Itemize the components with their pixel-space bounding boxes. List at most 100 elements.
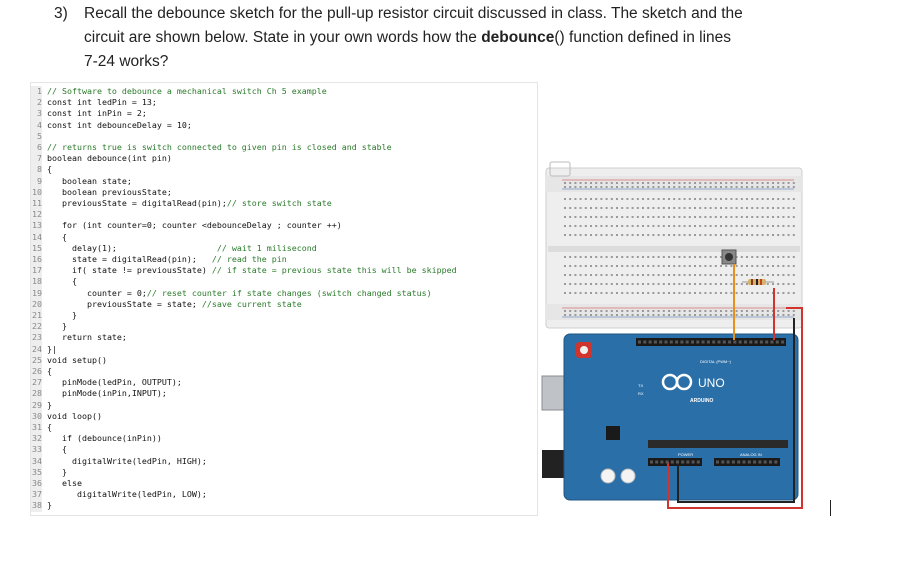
breadboard-hole xyxy=(595,256,598,258)
breadboard-hole xyxy=(652,283,655,285)
breadboard-hole xyxy=(678,256,681,258)
breadboard-hole xyxy=(756,182,759,184)
breadboard-hole xyxy=(720,274,722,276)
breadboard-hole xyxy=(678,207,681,209)
breadboard-hole xyxy=(746,216,748,218)
header-pin xyxy=(753,460,757,464)
breadboard-hole xyxy=(662,207,665,209)
line-number: 23 xyxy=(31,332,42,344)
breadboard-hole xyxy=(709,207,712,209)
breadboard-hole xyxy=(766,186,769,188)
breadboard-hole xyxy=(616,283,618,285)
code-text: for (int counter=0; counter <debounceDel… xyxy=(47,220,342,231)
breadboard-hole xyxy=(766,292,769,294)
breadboard-hole xyxy=(746,234,748,236)
breadboard-hole xyxy=(652,310,655,312)
power-label: POWER xyxy=(678,452,693,457)
breadboard-hole xyxy=(668,234,670,236)
breadboard-hole xyxy=(657,283,660,285)
breadboard-hole xyxy=(662,265,665,267)
breadboard-hole xyxy=(787,182,790,184)
breadboard-hole xyxy=(579,292,582,294)
breadboard-hole xyxy=(621,225,624,227)
breadboard-hole xyxy=(590,283,592,285)
code-line: 38} xyxy=(31,500,537,512)
breadboard-hole xyxy=(740,265,743,267)
breadboard-hole xyxy=(605,234,608,236)
breadboard-hole xyxy=(720,310,722,312)
breadboard-hole xyxy=(766,274,769,276)
breadboard-hole xyxy=(740,292,743,294)
breadboard-hole xyxy=(761,216,764,218)
breadboard-hole xyxy=(782,274,785,276)
code-text: digitalWrite(ledPin, HIGH); xyxy=(47,455,207,466)
breadboard-hole xyxy=(725,182,728,184)
breadboard-hole xyxy=(673,198,676,200)
breadboard-hole xyxy=(688,292,691,294)
breadboard-hole xyxy=(766,314,769,316)
breadboard-hole xyxy=(647,216,650,218)
breadboard-hole xyxy=(621,198,624,200)
text-cursor xyxy=(830,500,831,516)
breadboard-hole xyxy=(777,310,780,312)
breadboard-hole xyxy=(699,256,702,258)
breadboard-hole xyxy=(657,292,660,294)
breadboard-hole xyxy=(688,198,691,200)
breadboard-hole xyxy=(730,207,733,209)
breadboard-hole xyxy=(626,283,629,285)
code-text: else xyxy=(47,478,82,488)
breadboard-hole xyxy=(647,292,650,294)
breadboard-hole xyxy=(574,256,577,258)
question-line-2-end: () function defined in lines xyxy=(554,29,732,46)
line-number: 29 xyxy=(31,399,42,411)
breadboard-hole xyxy=(569,186,572,188)
breadboard-hole xyxy=(626,186,629,188)
breadboard-hole xyxy=(574,265,577,267)
header-pin xyxy=(726,460,730,464)
header-pin xyxy=(770,340,774,344)
breadboard-hole xyxy=(756,225,759,227)
breadboard-hole xyxy=(699,283,702,285)
line-number: 13 xyxy=(31,220,42,232)
breadboard-hole xyxy=(761,207,764,209)
breadboard-hole xyxy=(730,274,733,276)
breadboard-hole xyxy=(657,256,660,258)
breadboard-hole xyxy=(579,234,582,236)
breadboard-hole xyxy=(564,274,566,276)
breadboard-hole xyxy=(735,265,738,267)
breadboard-hole xyxy=(595,265,598,267)
breadboard-hole xyxy=(590,310,592,312)
code-text: const int ledPin = 13; xyxy=(47,97,157,108)
header-pin xyxy=(670,460,674,464)
breadboard-hole xyxy=(662,225,665,227)
breadboard-hole xyxy=(652,274,655,276)
breadboard-hole xyxy=(782,283,785,285)
breadboard-hole xyxy=(777,283,780,285)
pushbutton xyxy=(721,249,737,265)
breadboard-hole xyxy=(574,292,577,294)
breadboard-hole xyxy=(636,234,639,236)
code-line: 22 } xyxy=(31,321,537,333)
breadboard-hole xyxy=(725,207,728,209)
breadboard-hole xyxy=(709,186,712,188)
breadboard-hole xyxy=(642,182,644,184)
breadboard-hole xyxy=(662,314,665,316)
code-line: 19 counter = 0;// reset counter if state… xyxy=(31,287,537,299)
header-pin xyxy=(659,340,663,344)
code-text: counter = 0;// reset counter if state ch… xyxy=(47,287,432,298)
header-pin xyxy=(754,340,758,344)
breadboard-hole xyxy=(720,216,722,218)
breadboard-hole xyxy=(777,265,780,267)
breadboard-hole xyxy=(584,207,587,209)
breadboard-hole xyxy=(720,292,722,294)
breadboard-hole xyxy=(761,198,764,200)
code-line: 37 digitalWrite(ledPin, LOW); xyxy=(31,489,537,501)
breadboard-hole xyxy=(766,182,769,184)
breadboard-hole xyxy=(662,310,665,312)
breadboard-hole xyxy=(792,274,795,276)
breadboard-hole xyxy=(704,225,707,227)
breadboard-hole xyxy=(792,234,795,236)
breadboard-hole xyxy=(610,198,613,200)
breadboard-hole xyxy=(564,283,566,285)
breadboard-hole xyxy=(735,207,738,209)
